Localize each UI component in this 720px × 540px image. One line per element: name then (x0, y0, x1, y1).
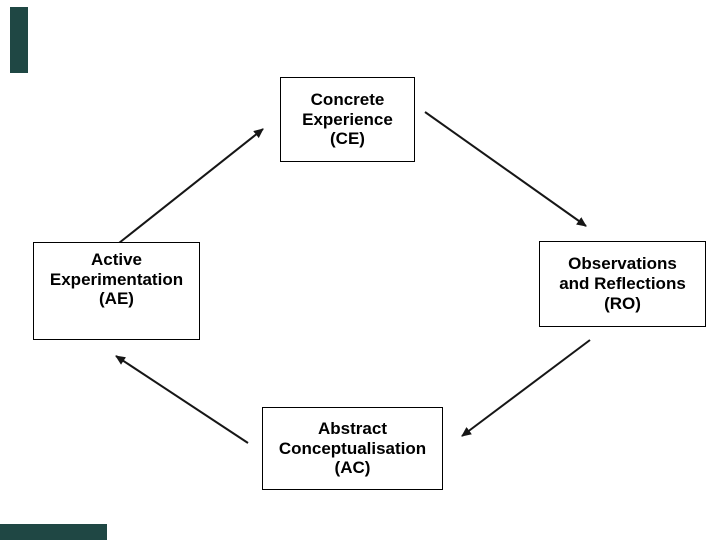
template-top-left-bar (10, 7, 28, 73)
arrow-ae-to-ce (118, 128, 264, 244)
node-line: (RO) (604, 293, 641, 313)
node-line: Observations (568, 254, 677, 274)
node-line: Conceptualisation (278, 438, 427, 458)
arrow-ce-to-ro (424, 111, 587, 227)
node-line: Active (90, 250, 143, 269)
node-line: and Reflections (559, 274, 686, 294)
node-line: (AE) (99, 289, 134, 309)
node-observations-reflections: Observations and Reflections (RO) (539, 241, 706, 327)
node-line: Experimentation (49, 269, 184, 289)
node-concrete-experience: Concrete Experience (CE) (280, 77, 415, 162)
node-line: (AC) (334, 458, 371, 478)
node-line: (CE) (330, 129, 365, 149)
node-line: Experience (302, 109, 393, 129)
node-line: Concrete (310, 89, 385, 109)
node-abstract-conceptualisation: Abstract Conceptualisation (AC) (262, 407, 443, 490)
arrow-ac-to-ae (115, 355, 249, 444)
node-line: Abstract (318, 418, 387, 438)
node-active-experimentation: Active Experimentation (AE) (33, 242, 200, 340)
template-bottom-left-bar (0, 524, 107, 540)
arrow-ro-to-ac (461, 339, 591, 437)
